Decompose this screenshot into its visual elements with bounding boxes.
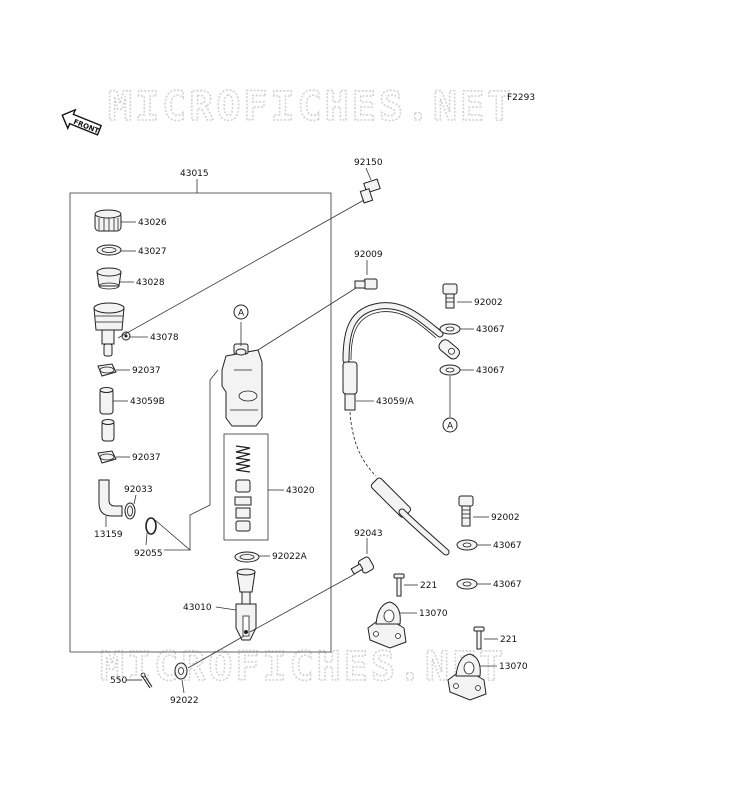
label-92002-b: 92002 bbox=[491, 513, 520, 523]
label-13070-b: 13070 bbox=[499, 662, 528, 672]
label-43027: 43027 bbox=[138, 247, 167, 257]
label-550: 550 bbox=[110, 676, 127, 686]
master-cylinder-body-icon bbox=[221, 343, 263, 427]
figure-code: F2293 bbox=[507, 93, 535, 103]
label-92002-a: 92002 bbox=[474, 298, 503, 308]
hose-guide-bracket-upper-icon bbox=[367, 601, 407, 649]
label-92009: 92009 bbox=[354, 250, 383, 260]
spring-icon bbox=[235, 445, 251, 473]
marker-a-hose: A bbox=[442, 417, 458, 433]
label-92055: 92055 bbox=[134, 549, 163, 559]
leader-92055-to-body bbox=[154, 519, 192, 551]
leader-92055-upper bbox=[209, 369, 219, 505]
hose-clamp-icon bbox=[97, 363, 117, 377]
watermark-bottom: MICROFICHES.NET bbox=[100, 644, 506, 690]
reservoir-hose-icon bbox=[99, 387, 114, 415]
label-92043: 92043 bbox=[354, 529, 383, 539]
label-43015: 43015 bbox=[180, 169, 209, 179]
piston-icon bbox=[234, 479, 252, 532]
label-43078: 43078 bbox=[150, 333, 179, 343]
hose-guide-bracket-lower-icon bbox=[447, 653, 487, 701]
label-92022: 92022 bbox=[170, 696, 199, 706]
assembly-bracket bbox=[69, 192, 332, 653]
label-92033: 92033 bbox=[124, 485, 153, 495]
label-43028: 43028 bbox=[136, 278, 165, 288]
leader-92022 bbox=[181, 679, 185, 694]
axis-line-washer bbox=[187, 635, 245, 669]
screw-221-lower-icon bbox=[473, 626, 485, 650]
clevis-pin-icon bbox=[350, 556, 375, 575]
label-92022a: 92022A bbox=[272, 552, 308, 562]
label-221-a: 221 bbox=[420, 581, 437, 591]
washer-icon bbox=[174, 662, 188, 680]
label-92037-b: 92037 bbox=[132, 453, 161, 463]
bolt-92002-upper-icon bbox=[442, 283, 458, 309]
hose-clamp-lower-icon bbox=[97, 450, 117, 464]
label-43067-c: 43067 bbox=[493, 541, 522, 551]
elbow-fitting-icon bbox=[98, 479, 123, 517]
leader-43010 bbox=[215, 606, 237, 611]
label-92037-a: 92037 bbox=[132, 366, 161, 376]
marker-a-hose-text: A bbox=[447, 422, 454, 432]
bolt-92009-icon bbox=[354, 278, 378, 290]
copper-washer-upper-icon bbox=[439, 323, 461, 335]
reservoir-cap-icon bbox=[94, 209, 122, 232]
axis-line-92043 bbox=[249, 573, 356, 633]
leader-92055 bbox=[145, 532, 148, 546]
label-13070-a: 13070 bbox=[419, 609, 448, 619]
label-221-b: 221 bbox=[500, 635, 517, 645]
copper-washer-mid-icon bbox=[456, 539, 478, 551]
label-43067-d: 43067 bbox=[493, 580, 522, 590]
label-43026: 43026 bbox=[138, 218, 167, 228]
label-43020: 43020 bbox=[286, 486, 315, 496]
label-13159: 13159 bbox=[94, 530, 123, 540]
push-rod-clevis-icon bbox=[235, 568, 257, 641]
copper-washer-bottom-icon bbox=[456, 578, 478, 590]
marker-a-body: A bbox=[233, 304, 249, 320]
label-92150: 92150 bbox=[354, 158, 383, 168]
piston-kit-bracket bbox=[223, 433, 269, 541]
leader-92150 bbox=[365, 167, 372, 181]
leader-92055-bracket bbox=[189, 504, 211, 550]
label-43067-b: 43067 bbox=[476, 366, 505, 376]
o-ring-icon bbox=[145, 517, 157, 535]
watermark-top: MICROFICHES.NET bbox=[108, 84, 514, 130]
axis-line-92150 bbox=[117, 199, 365, 339]
diaphragm-icon bbox=[96, 267, 122, 290]
screw-221-upper-icon bbox=[393, 573, 405, 597]
bolt-92150-icon bbox=[359, 178, 381, 204]
hose-segment-icon bbox=[101, 419, 115, 442]
front-arrow-icon: FRONT bbox=[61, 108, 103, 136]
leader-92033 bbox=[133, 494, 137, 505]
label-43067-a: 43067 bbox=[476, 325, 505, 335]
cotter-pin-icon bbox=[140, 672, 153, 689]
label-43010: 43010 bbox=[183, 603, 212, 613]
snap-ring-icon bbox=[234, 551, 260, 563]
axis-line-92009 bbox=[257, 287, 357, 351]
marker-a-body-text: A bbox=[238, 309, 245, 319]
brake-hose-icon bbox=[342, 302, 460, 556]
copper-washer-lower-icon bbox=[439, 364, 461, 376]
bolt-92002-lower-icon bbox=[458, 495, 474, 527]
label-43059b: 43059B bbox=[130, 397, 165, 407]
reservoir-tank-icon bbox=[93, 302, 131, 357]
diaphragm-plate-icon bbox=[96, 244, 122, 256]
label-43059a: 43059/A bbox=[376, 397, 415, 407]
circlip-icon bbox=[124, 502, 136, 520]
